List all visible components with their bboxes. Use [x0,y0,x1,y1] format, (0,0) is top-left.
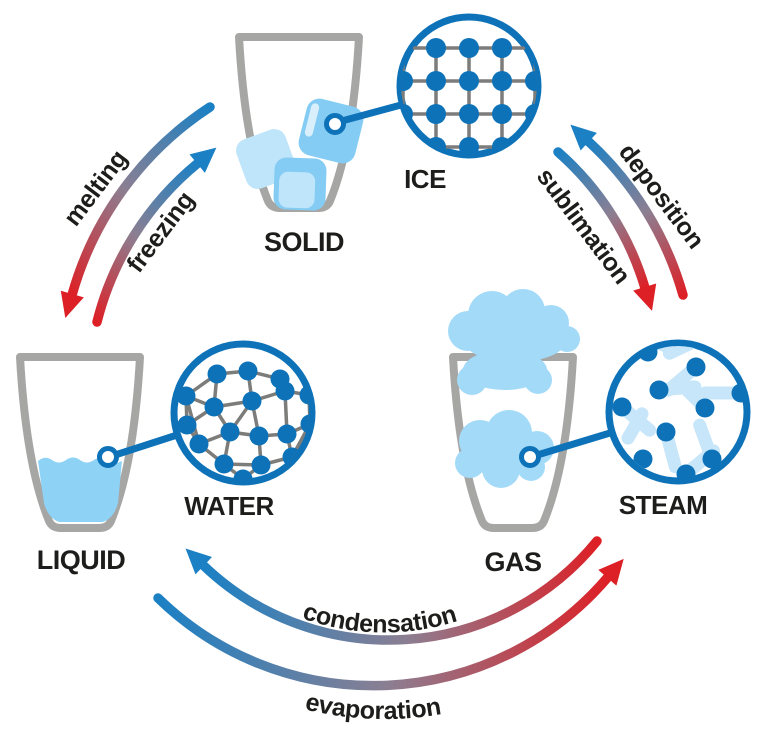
evaporation-arrow [153,572,613,691]
water-molecule-dot [189,434,209,454]
gas-zoom-connector [530,429,614,460]
steam-trail [693,418,716,458]
sublimation-arrow [553,147,650,293]
evaporation-label-text: evaporation [303,688,443,725]
ice-molecule-dot [401,71,413,91]
steam-molecule-dot [702,449,722,469]
water-molecule-dot [204,397,224,417]
water-molecule-dot [220,422,240,442]
ice-label: ICE [404,164,446,194]
solid-zoom-connector [334,101,405,126]
water-molecule-dot [177,415,197,435]
sublimation-arrow-head [633,283,657,311]
steam-molecule-dot [731,383,744,403]
steam-label: STEAM [619,490,708,520]
condensation-arrow-head [185,548,212,575]
process-arrows [60,102,688,691]
solid-label: SOLID [264,227,344,257]
ice-molecule-dot [492,71,512,91]
water-label: WATER [184,491,274,521]
steam-free-molecules-icon [612,346,744,478]
water-molecule-dot [238,361,258,381]
steam-molecule-dot [649,380,669,400]
steam-trail [662,346,702,360]
evaporation-label: evaporation [303,688,443,725]
ice-molecule-dot [459,137,479,154]
steam-molecule-dot [612,397,632,417]
condensation-arrow [198,536,602,645]
freezing-arrow [92,158,203,327]
liquid-label: LIQUID [37,545,126,575]
evaporation-arrow-head [598,558,624,586]
water-molecule-dot [251,455,271,475]
ice-molecule-dot [401,137,413,154]
cloud-puff [465,436,541,476]
cloud-puff [457,365,487,395]
melting-arrow [67,102,215,300]
ice-cube-inner [278,171,316,209]
ice-molecule-dot [459,71,479,91]
steam-molecule-dot [676,464,696,478]
cloud-puff [524,366,552,394]
steam-molecule-dot [656,422,676,442]
gas-label: GAS [484,547,541,577]
water-molecule-dot [300,414,309,434]
ice-cubes-icon [236,98,364,211]
steam-trail [673,376,706,409]
ice-molecule-dot [459,104,479,124]
ice-cube-highlight [304,103,320,137]
water-molecule-dot [233,469,253,479]
solid-zoom-dot [324,113,346,135]
water-molecule-dot [207,364,227,384]
water-molecule-dot [214,454,234,474]
ice-molecule-dot [426,71,446,91]
water-molecule-dot [299,385,309,405]
steam-molecule-dot [686,357,706,377]
water-fill [38,457,122,522]
water-molecule-dot [275,381,295,401]
deposition-arrow [583,136,688,300]
liquid-zoom-dot [97,446,119,468]
freezing-arrow-head [189,147,217,173]
ice-molecule-dot [426,38,446,58]
gas-cloud-top [448,289,580,395]
ice-molecule-dot [492,104,512,124]
steam-trail [621,407,649,445]
water-network-molecules-icon [177,361,309,479]
deposition-arrow-head [570,124,597,151]
melting-arrow-head [60,290,84,318]
ice-molecule-dot [525,137,537,154]
water-molecule-dot [249,426,269,446]
steam-molecule-dot [695,398,715,418]
ice-molecule-dot [492,38,512,58]
steam-molecule-dot [633,449,653,469]
steam-trail [612,346,648,354]
liquid-zoom-connector [108,431,181,460]
water-molecule-dot [277,424,297,444]
water-molecule-dot [242,391,262,411]
steam-trail [661,433,682,474]
ice-molecule-dot [459,38,479,58]
ice-molecule-dot [525,71,537,91]
gas-zoom-dot [519,446,541,468]
ice-molecule-dot [426,104,446,124]
water-molecule-dot [177,386,196,406]
